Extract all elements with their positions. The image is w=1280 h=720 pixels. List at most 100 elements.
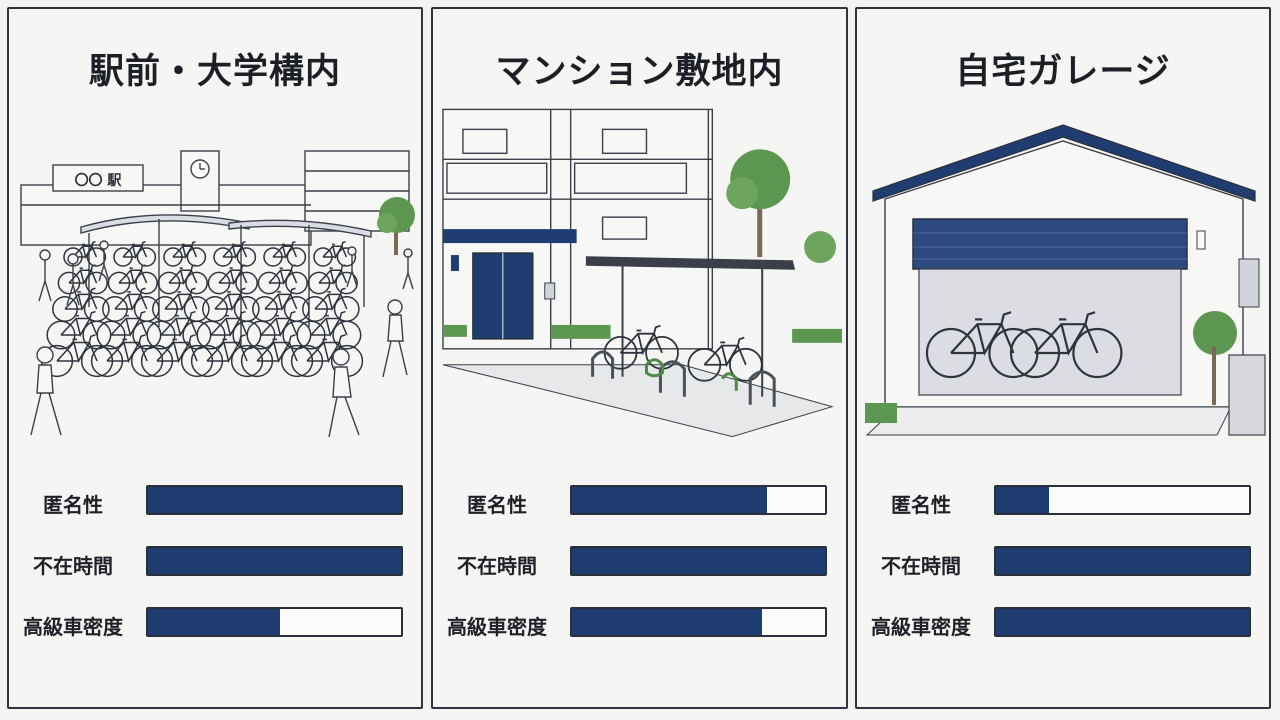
metric-label: 高級車密度 (447, 615, 547, 639)
bicycle-part (91, 240, 96, 247)
panel-title: マンション敷地内 (495, 52, 784, 92)
metric-bar (570, 546, 827, 576)
bicycle-part (289, 310, 296, 319)
metric-luxury-bike-density: 高級車密度 (857, 607, 1269, 641)
bicycle-part (1000, 311, 1012, 325)
bicycle-part (86, 247, 107, 267)
parked-bicycles (925, 311, 1123, 379)
bicycle-part (89, 287, 96, 295)
panel-apartment-grounds: マンション敷地内 (431, 7, 848, 709)
bicycle-part (238, 334, 246, 343)
pedestrians (30, 240, 414, 438)
metric-label: 高級車密度 (871, 615, 971, 639)
tree-icon (726, 149, 837, 264)
bicycle-part (1084, 311, 1096, 325)
bicycle-part (268, 269, 298, 285)
bicycle-part (85, 271, 108, 295)
metric-absence-time: 不在時間 (9, 546, 421, 580)
metric-label: 匿名性 (467, 493, 527, 517)
bicycle-part (138, 334, 146, 343)
bicycle-part (272, 245, 298, 259)
metric-label: 匿名性 (43, 493, 103, 517)
metric-luxury-bike-density: 高級車密度 (9, 607, 421, 641)
bicycle-part (336, 247, 357, 267)
metric-bar-fill (148, 548, 401, 574)
metric-anonymity: 匿名性 (9, 485, 421, 519)
metric-bar-fill (148, 487, 401, 513)
bicycle-part (240, 264, 246, 271)
panel-home-garage: 自宅ガレージ 匿名性 不在時間 高級車密度 (855, 7, 1271, 709)
bicycle-part (191, 240, 196, 247)
bicycle-part (332, 320, 362, 350)
bike-shelter-roof (80, 214, 372, 347)
parked-bicycles (603, 324, 763, 382)
bicycle-part (214, 293, 248, 311)
bicycle-part (289, 287, 296, 295)
bicycle-part (64, 293, 98, 311)
apartment-building (442, 108, 714, 350)
panel-title: 駅前・大学構内 (88, 52, 341, 92)
bicycle-part (1034, 323, 1099, 356)
bicycle-part (164, 293, 198, 311)
bicycle-part (160, 317, 198, 337)
metric-label: 匿名性 (891, 493, 951, 517)
bicycle-part (288, 334, 296, 343)
bicycle-part (90, 264, 96, 271)
lock-icon (644, 358, 738, 391)
bicycle-part (290, 264, 296, 271)
metric-label: 高級車密度 (23, 615, 123, 639)
metric-bar-fill (572, 487, 767, 513)
metric-bar-fill (572, 609, 762, 635)
bicycle-part (141, 240, 146, 247)
tree-icon (1193, 311, 1237, 405)
metric-absence-time: 不在時間 (857, 546, 1269, 580)
bicycle-part (189, 287, 196, 295)
bicycle-part (341, 240, 346, 247)
bicycle-part (60, 317, 98, 337)
metric-bar (570, 607, 827, 637)
metric-bar (146, 607, 403, 637)
bicycle-part (56, 341, 98, 363)
bicycle-part (218, 269, 248, 285)
bicycle-part (136, 247, 157, 267)
bicycle-part (310, 317, 348, 337)
metric-anonymity: 匿名性 (433, 485, 846, 519)
bicycle-part (318, 269, 348, 285)
bicycle-part (89, 310, 96, 319)
metric-bar (146, 485, 403, 515)
metric-bar (146, 546, 403, 576)
bicycle-part (172, 245, 198, 259)
metric-bar (994, 546, 1251, 576)
tree-icon (377, 197, 415, 255)
bicycle-part (190, 264, 196, 271)
metric-bar (994, 485, 1251, 515)
bicycle-part (260, 317, 298, 337)
bicycle-part (122, 245, 148, 259)
bicycle-part (239, 310, 246, 319)
metric-bar-fill (996, 609, 1249, 635)
bicycle-part (135, 271, 158, 295)
parked-bicycles (40, 240, 364, 378)
station-bike-parking-illustration: 〇〇 駅 (20, 150, 415, 438)
bicycle-part (339, 310, 346, 319)
metric-absence-time: 不在時間 (433, 546, 846, 580)
bicycle-part (106, 341, 148, 363)
garage-illustration (865, 124, 1266, 436)
metric-anonymity: 匿名性 (857, 485, 1269, 519)
bicycle-part (206, 341, 248, 363)
bicycle-part (322, 245, 348, 259)
bicycle-part (286, 247, 307, 267)
metric-bar-fill (148, 609, 280, 635)
bicycle-part (156, 341, 198, 363)
bicycle-part (168, 269, 198, 285)
bicycle-part (314, 293, 348, 311)
bicycle-part (338, 334, 346, 343)
bicycle-part (340, 264, 346, 271)
bicycle-part (140, 264, 146, 271)
station-building (20, 150, 410, 246)
station-sign: 〇〇 駅 (75, 172, 123, 189)
bicycle-part (950, 323, 1015, 356)
bicycle-part (139, 310, 146, 319)
entrance-door (442, 229, 577, 340)
bicycle-part (736, 336, 745, 346)
